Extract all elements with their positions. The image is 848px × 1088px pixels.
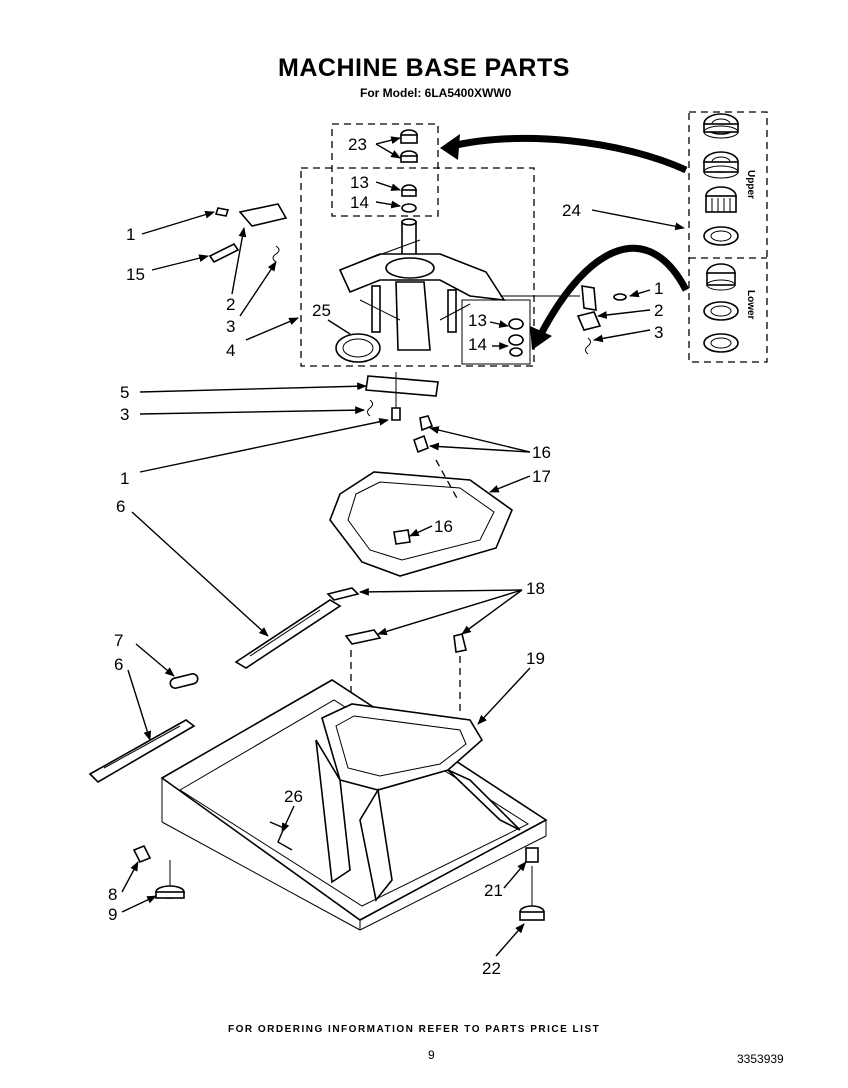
tub-seal-ring [335, 333, 381, 363]
suspension-pad-assembly [329, 415, 513, 577]
upper-kit-arrow [451, 134, 688, 174]
retainer-clips [326, 587, 467, 720]
callout-17: 17 [532, 467, 551, 486]
callout-5: 5 [120, 383, 129, 402]
callout-9: 9 [108, 905, 117, 924]
model-subtitle: For Model: 6LA5400XWW0 [360, 86, 512, 100]
ordering-info-note: FOR ORDERING INFORMATION REFER TO PARTS … [228, 1024, 601, 1035]
callout-6-lower: 6 [114, 655, 123, 674]
transmission-assembly [338, 218, 580, 351]
bearing-kit-dashed-box [331, 123, 439, 217]
page-number: 9 [428, 1048, 435, 1062]
bracket-left-assembly [208, 203, 288, 264]
callout-18: 18 [526, 579, 545, 598]
document-number: 3353939 [737, 1052, 784, 1066]
suspension-rod-bracket-lower [88, 719, 196, 784]
upper-kit-arrowhead [440, 134, 460, 160]
callout-2-right: 2 [654, 301, 663, 320]
callout-2: 2 [226, 295, 235, 314]
callout-1-right: 1 [654, 279, 663, 298]
snubber-bracket [365, 372, 439, 421]
callout-14-lower: 14 [468, 335, 487, 354]
callout-23: 23 [348, 135, 367, 154]
suspension-rod-bracket-upper [234, 599, 342, 669]
upper-bearing-stack [703, 113, 739, 246]
bracket-right-assembly [576, 285, 627, 355]
upper-label: Upper [745, 170, 756, 199]
callout-15: 15 [126, 265, 145, 284]
callout-16-inner: 16 [434, 517, 453, 536]
callout-21: 21 [484, 881, 503, 900]
lower-label: Lower [745, 290, 756, 320]
callout-3-right: 3 [654, 323, 663, 342]
page-title: MACHINE BASE PARTS [278, 54, 570, 82]
callout-22: 22 [482, 959, 501, 978]
callout-13-lower: 13 [468, 311, 487, 330]
lower-bearing-solid-box [461, 299, 531, 365]
wire-clip [269, 821, 293, 851]
leader-lines [121, 136, 685, 957]
callout-16: 16 [532, 443, 551, 462]
callout-3: 3 [226, 317, 235, 336]
callout-6: 6 [116, 497, 125, 516]
callout-19: 19 [526, 649, 545, 668]
callout-26: 26 [284, 787, 303, 806]
callout-7: 7 [114, 631, 123, 650]
callout-13: 13 [350, 173, 369, 192]
lower-kit-arrowhead [530, 326, 552, 350]
callout-8: 8 [108, 885, 117, 904]
lower-kit-arrow [536, 244, 690, 338]
upper-bearing-parts [400, 129, 418, 213]
leveling-leg-right [519, 847, 545, 921]
callout-25: 25 [312, 301, 331, 320]
callout-24: 24 [562, 201, 581, 220]
callout-1: 1 [126, 225, 135, 244]
lower-bearing-parts [508, 318, 524, 357]
callout-1-mid: 1 [120, 469, 129, 488]
leveling-leg-left [132, 844, 185, 899]
gearcase-assembly-dashed-box [300, 167, 535, 367]
callout-4: 4 [226, 341, 235, 360]
bearing-inset-panel: Upper Lower [688, 111, 768, 363]
lower-bearing-stack [703, 263, 739, 353]
callout-14: 14 [350, 193, 369, 212]
callout-3-mid: 3 [120, 405, 129, 424]
machine-base-frame [160, 679, 548, 931]
spring [169, 673, 199, 689]
